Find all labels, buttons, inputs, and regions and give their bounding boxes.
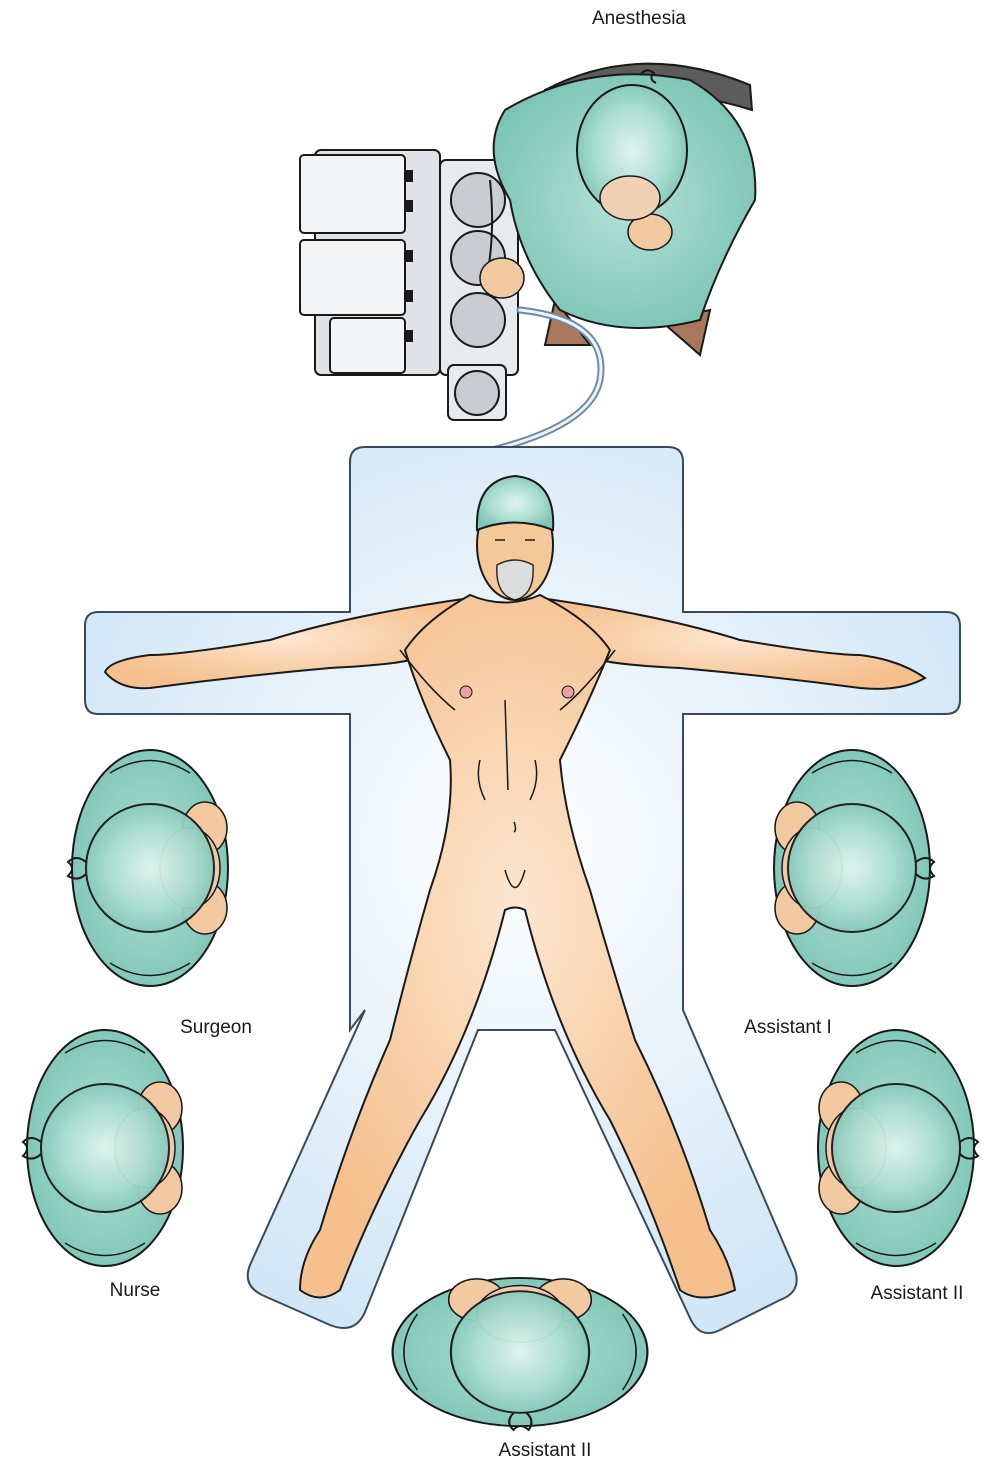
label-surgeon: Surgeon bbox=[180, 1017, 252, 1039]
label-assistant-ii-right: Assistant II bbox=[871, 1283, 964, 1305]
surgeon-figure bbox=[68, 750, 228, 986]
label-assistant-i: Assistant I bbox=[744, 1017, 832, 1039]
label-anesthesia: Anesthesia bbox=[592, 8, 686, 30]
assistant-i-figure bbox=[774, 750, 934, 986]
assistant-ii-right-figure bbox=[818, 1030, 978, 1266]
label-assistant-ii-bottom: Assistant II bbox=[499, 1440, 592, 1462]
nurse-figure bbox=[23, 1030, 183, 1266]
label-nurse: Nurse bbox=[110, 1280, 161, 1302]
assistant-ii-bottom-figure bbox=[393, 1278, 648, 1430]
